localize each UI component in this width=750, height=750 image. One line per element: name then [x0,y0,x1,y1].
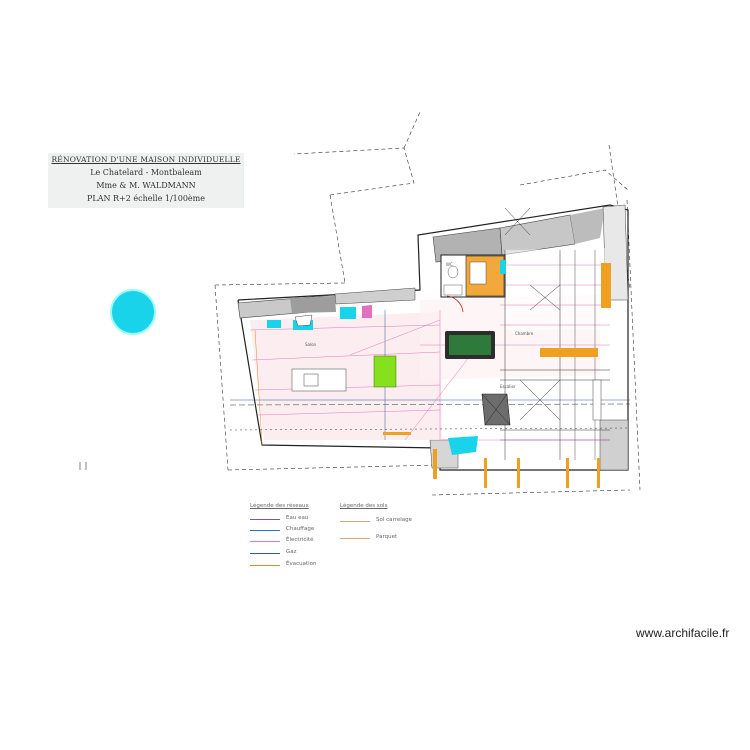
building-walls [237,204,629,471]
plan-scale: PLAN R+2 échelle 1/100ème [87,194,205,203]
legend-item-label: Évacuation [286,561,317,567]
title-block: RÉNOVATION D'UNE MAISON INDIVIDUELLE Le … [48,153,244,208]
label-stairs: Escalier [500,384,516,389]
legend-item-label: Eau eau [286,515,309,521]
bathroom-block: WC [440,254,506,313]
legend-item-label: Électricité [286,537,314,543]
legend-item-label: Parquet [376,534,398,540]
compass-marker [110,289,156,335]
legend-floors-header: Légende des sols [340,503,388,509]
project-location: Le Chatelard - Montbaleam [90,168,202,177]
watermark: www.archifacile.fr [636,626,730,640]
label-living: Salon [305,342,317,347]
legend-networks-header: Légende des réseaux [250,503,309,509]
project-client: Mme & M. WALDMANN [96,181,196,190]
legend-networks: Légende des réseaux Eau eau Chauffage Él… [250,503,340,573]
legend-item-label: Chauffage [286,526,315,532]
green-block [373,355,397,388]
legend-floors: Légende des sols Sol carrelage Parquet [340,503,420,543]
label-bedroom: Chambre [515,331,534,336]
orange-elements [383,263,611,488]
label-wc: WC [446,262,453,267]
skylight [481,393,511,426]
network-lines [229,250,631,460]
roof-zones [237,204,629,471]
legend-item-label: Sol carrelage [376,517,412,523]
stair-marks [504,207,561,421]
furniture-outlines [291,314,602,421]
scale-mark [79,462,87,470]
pool-table [445,331,495,359]
project-title: RÉNOVATION D'UNE MAISON INDIVIDUELLE [51,155,241,164]
legend-item-label: Gaz [286,549,297,555]
